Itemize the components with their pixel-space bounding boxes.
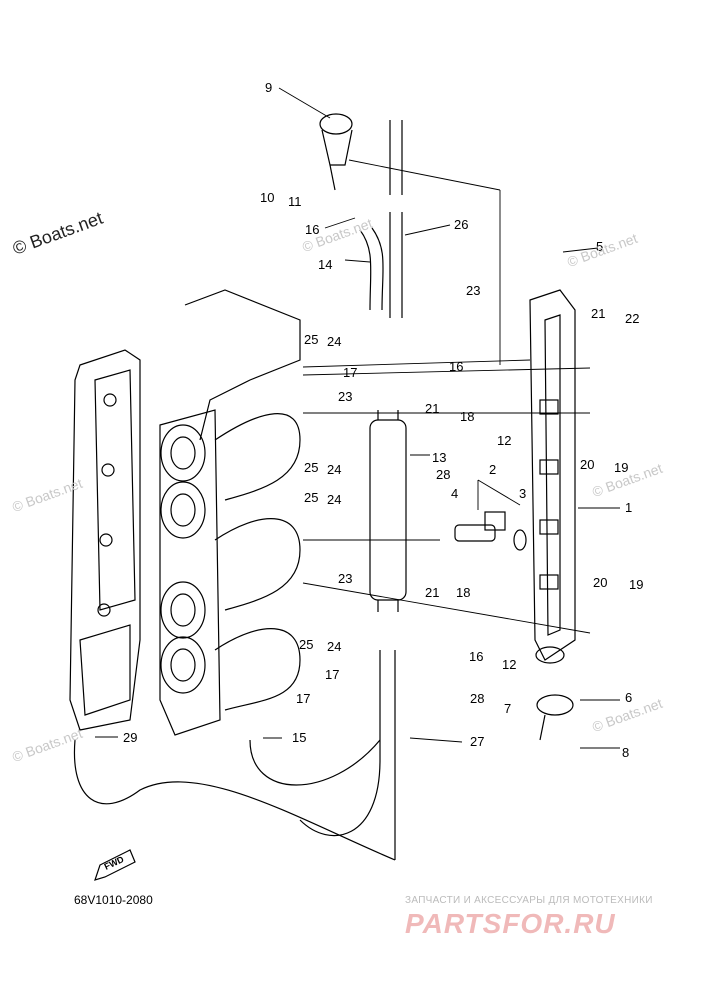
leader-lines [95, 87, 620, 749]
hose-14 [359, 227, 384, 311]
engine-block [69, 349, 141, 731]
callout-14: 14 [318, 257, 332, 272]
callout-16a: 16 [305, 222, 319, 237]
callout-21b: 21 [425, 401, 439, 416]
callout-23a: 23 [466, 283, 480, 298]
callout-15: 15 [292, 730, 306, 745]
callout-11: 11 [288, 194, 302, 209]
callout-2: 2 [489, 462, 496, 477]
hose-15 [249, 739, 381, 786]
callout-16b: 16 [449, 359, 463, 374]
callout-1: 1 [625, 500, 632, 515]
callout-18b: 18 [456, 585, 470, 600]
intake-manifold [159, 289, 301, 736]
callout-27: 27 [470, 734, 484, 749]
callout-25d: 25 [299, 637, 313, 652]
callout-19b: 19 [629, 577, 643, 592]
callout-25b: 25 [304, 460, 318, 475]
callout-8: 8 [622, 745, 629, 760]
callout-20a: 20 [580, 457, 594, 472]
callout-25a: 25 [304, 332, 318, 347]
callout-24c: 24 [327, 492, 341, 507]
pressure-regulator [319, 113, 353, 191]
callout-21c: 21 [425, 585, 439, 600]
callout-4: 4 [451, 486, 458, 501]
callout-19a: 19 [614, 460, 628, 475]
callout-16c: 16 [469, 649, 483, 664]
callout-29: 29 [123, 730, 137, 745]
hose-fitting [536, 694, 574, 741]
shop-subtitle: ЗАПЧАСТИ И АКСЕССУАРЫ ДЛЯ МОТОТЕХНИКИ [405, 895, 653, 906]
callout-25c: 25 [304, 490, 318, 505]
fwd-label: FWD [103, 854, 126, 872]
callout-17b: 17 [325, 667, 339, 682]
diagram-code: 68V1010-2080 [74, 893, 153, 907]
callout-21a: 21 [591, 306, 605, 321]
callout-12b: 12 [502, 657, 516, 672]
hose-26 [389, 120, 403, 318]
callout-26: 26 [454, 217, 468, 232]
callout-20b: 20 [593, 575, 607, 590]
callout-28a: 28 [436, 467, 450, 482]
callout-9: 9 [265, 80, 272, 95]
callout-28b: 28 [470, 691, 484, 706]
callout-labels: 9 10 11 16 26 14 5 23 21 22 25 24 17 16 … [123, 80, 643, 760]
callout-23b: 23 [338, 389, 352, 404]
callout-6: 6 [625, 690, 632, 705]
callout-24d: 24 [327, 639, 341, 654]
callout-3: 3 [519, 486, 526, 501]
fuel-rail [529, 289, 576, 664]
callout-5: 5 [596, 239, 603, 254]
fuel-filter [369, 410, 407, 612]
callout-18a: 18 [460, 409, 474, 424]
callout-13: 13 [432, 450, 446, 465]
callout-17c: 17 [296, 691, 310, 706]
hose-27 [299, 650, 396, 860]
callout-23c: 23 [338, 571, 352, 586]
callout-24a: 24 [327, 334, 341, 349]
hose-29 [73, 739, 396, 861]
fwd-arrow-icon [94, 849, 136, 881]
callout-7: 7 [504, 701, 511, 716]
callout-12a: 12 [497, 433, 511, 448]
shop-logo: PARTSFOR.RU [405, 908, 616, 939]
fuel-injector [454, 511, 527, 551]
callout-22: 22 [625, 311, 639, 326]
callout-24b: 24 [327, 462, 341, 477]
callout-17a: 17 [343, 365, 357, 380]
callout-10: 10 [260, 190, 274, 205]
